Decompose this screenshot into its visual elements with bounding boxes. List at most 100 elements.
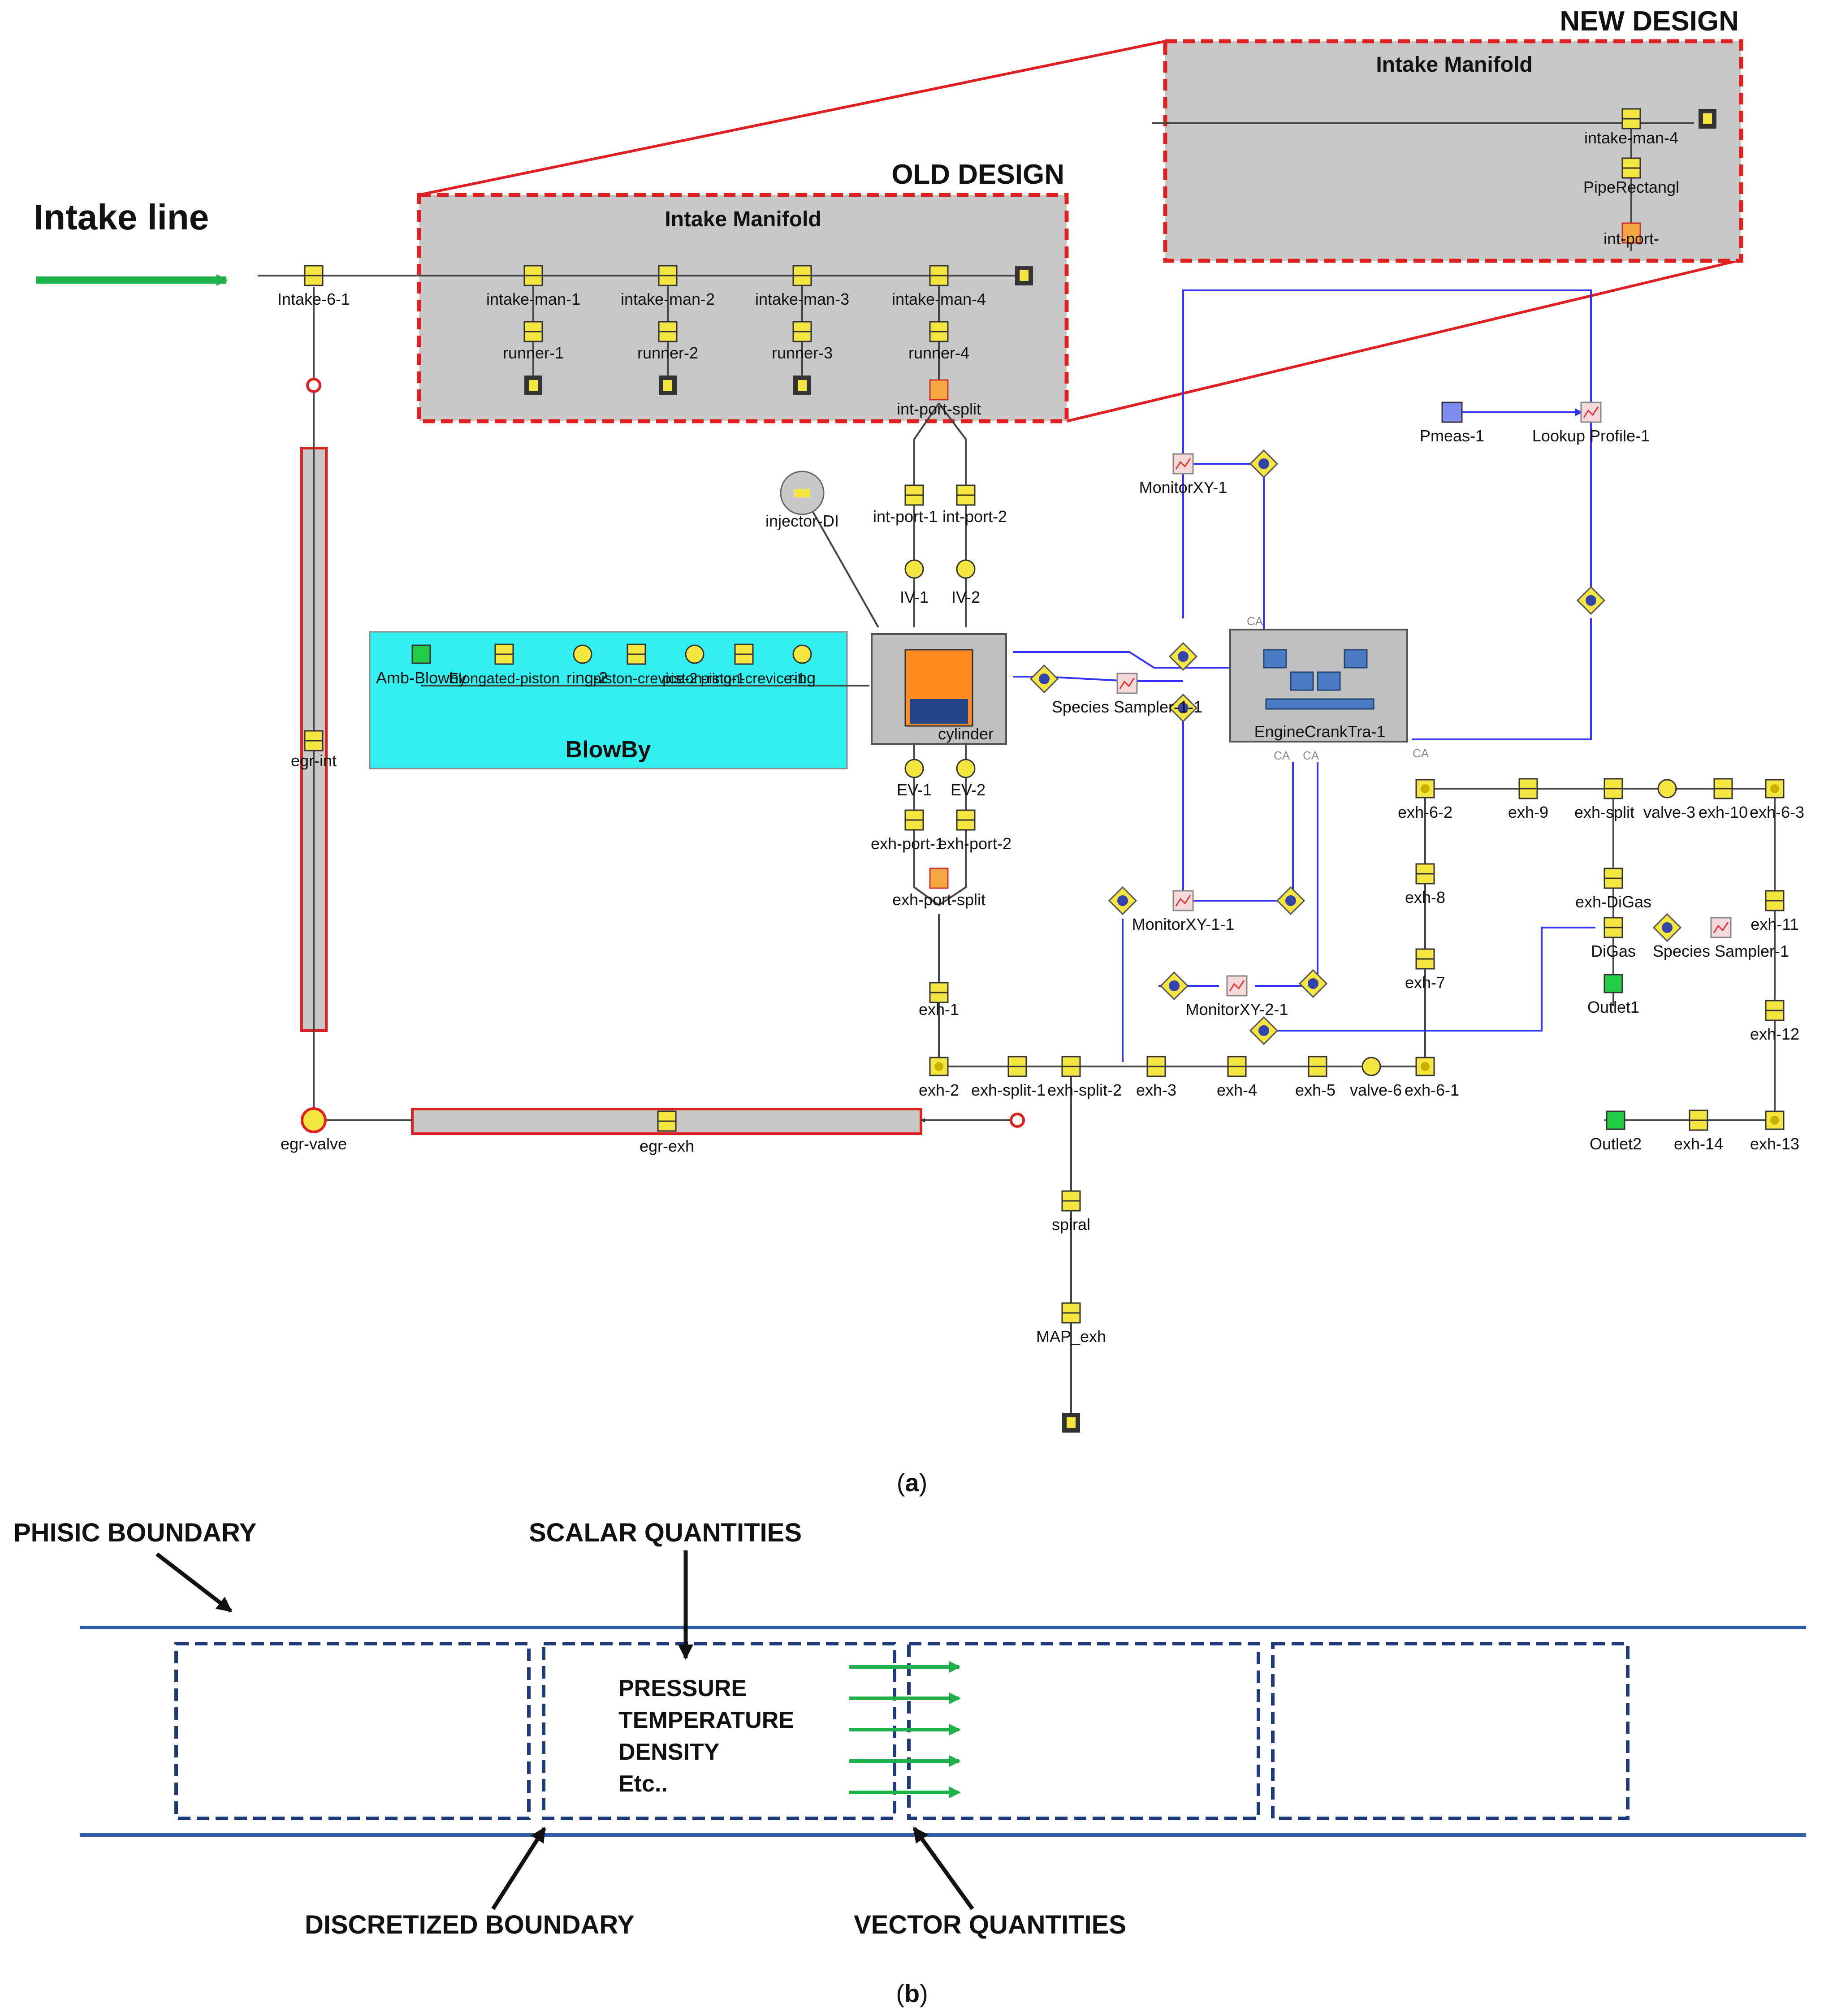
component-runner-1[interactable] [523,321,543,342]
component-iv-2[interactable] [956,559,976,579]
component-end2[interactable] [1699,109,1716,129]
component-exh-6-1[interactable] [1415,1057,1435,1076]
component-dia10[interactable] [1576,586,1606,615]
label-exh-port-2: exh-port-2 [938,834,1011,853]
component-injector[interactable] [780,471,825,515]
component-intake-6-1[interactable] [304,265,324,286]
component-dia2[interactable] [1029,664,1059,694]
component-exh-port-split[interactable] [929,868,949,889]
component-exh-6-2[interactable] [1415,779,1435,799]
component-digas[interactable] [1604,917,1623,938]
label-exh-8: exh-8 [1405,888,1445,907]
component-runner-2[interactable] [658,321,678,342]
component-endx[interactable] [1062,1413,1080,1433]
zoom-line-top [419,40,1166,196]
component-exh-7[interactable] [1415,948,1435,970]
component-end1[interactable] [1015,266,1033,285]
component-pmeas[interactable] [1441,401,1463,423]
component-exh-3[interactable] [1146,1056,1166,1077]
component-valve-6[interactable] [1362,1057,1381,1076]
label-outlet1: Outlet1 [1587,998,1639,1016]
label-exh-6-3: exh-6-3 [1750,803,1804,821]
component-egr-valve[interactable] [301,1107,327,1133]
component-species-s1[interactable] [1710,917,1732,938]
component-r2end[interactable] [659,376,677,395]
component-exh-6-3[interactable] [1765,779,1785,799]
component-split1[interactable] [929,379,949,401]
component-runner-3[interactable] [792,321,812,342]
component-pr2[interactable] [685,644,705,664]
component-exh-14[interactable] [1689,1109,1708,1131]
component-r1end[interactable] [524,376,542,395]
component-exh-12[interactable] [1765,1000,1785,1021]
component-exh-split-1[interactable] [1007,1056,1027,1077]
label-intake-man-2: intake-man-2 [621,290,715,308]
component-amb-blowby[interactable] [411,644,431,664]
label-outlet2: Outlet2 [1590,1135,1642,1153]
component-ev-2[interactable] [956,759,976,778]
component-intake-man-4[interactable] [929,265,949,286]
component-r3end[interactable] [793,376,811,395]
component-exh-5[interactable] [1308,1056,1327,1077]
component-exh-2[interactable] [929,1057,949,1076]
component-outlet1[interactable] [1604,974,1623,993]
component-redring2[interactable] [1010,1113,1025,1128]
component-map-exh[interactable] [1061,1302,1081,1324]
component-intake-man-3[interactable] [792,265,812,286]
component-exh-13[interactable] [1765,1110,1785,1130]
component-new-intake-man-4[interactable] [1621,108,1641,130]
component-iv-1[interactable] [904,559,924,579]
component-pipe-rect[interactable] [1621,157,1641,179]
component-mon21[interactable] [1226,975,1248,997]
component-mon11[interactable] [1172,890,1194,911]
caption-a-open: ( [897,1468,905,1497]
component-mon1[interactable] [1172,453,1194,475]
component-ring[interactable] [792,644,812,664]
component-exh-9[interactable] [1518,778,1538,799]
component-dia1[interactable] [1249,449,1279,479]
component-dia5[interactable] [1108,886,1137,915]
component-int-port-1[interactable] [904,484,924,506]
component-exh-port-2[interactable] [956,809,976,831]
component-ring-2[interactable] [573,644,592,664]
component-runner-4[interactable] [929,321,949,342]
component-exh-11[interactable] [1765,890,1785,911]
component-dia8[interactable] [1298,969,1328,998]
component-dia4[interactable] [1168,693,1198,723]
component-outlet2[interactable] [1606,1110,1625,1130]
component-int-port-2[interactable] [956,484,976,506]
component-intake-man-1[interactable] [523,265,543,286]
component-pc1[interactable] [734,643,754,665]
component-exh-port-1[interactable] [904,809,924,831]
component-split2[interactable] [1621,222,1641,244]
component-dia11[interactable] [1652,913,1682,942]
component-pr1[interactable] [627,643,646,665]
component-exh-10[interactable] [1713,778,1733,799]
component-egr-exh[interactable] [657,1110,677,1132]
component-elongated[interactable] [494,643,514,665]
component-exh-digas[interactable] [1604,868,1623,889]
component-exh-split-2[interactable] [1061,1056,1081,1077]
component-redring1[interactable] [306,378,321,393]
component-ev-1[interactable] [904,759,924,778]
cylinder-piston [910,699,968,724]
component-exh-split[interactable] [1604,778,1623,799]
caption-a-close: ) [919,1468,928,1497]
component-egr-int[interactable] [304,730,324,751]
component-spiral[interactable] [1061,1190,1081,1212]
component-exh-8[interactable] [1415,863,1435,885]
component-exh-4[interactable] [1227,1056,1247,1077]
component-dia9[interactable] [1249,1016,1279,1045]
component-dia6[interactable] [1276,886,1305,915]
components [301,108,1785,1433]
component-exh-1[interactable] [929,982,949,1003]
component-dia7[interactable] [1159,971,1189,1001]
label-iv-2: IV-2 [951,588,980,606]
component-species-s11[interactable] [1116,673,1138,694]
component-intake-man-2[interactable] [658,265,678,286]
component-dia3[interactable] [1168,642,1198,671]
label-exh-port-1: exh-port-1 [871,834,944,853]
component-lookup[interactable] [1580,401,1602,423]
component-valve-3[interactable] [1657,779,1677,799]
